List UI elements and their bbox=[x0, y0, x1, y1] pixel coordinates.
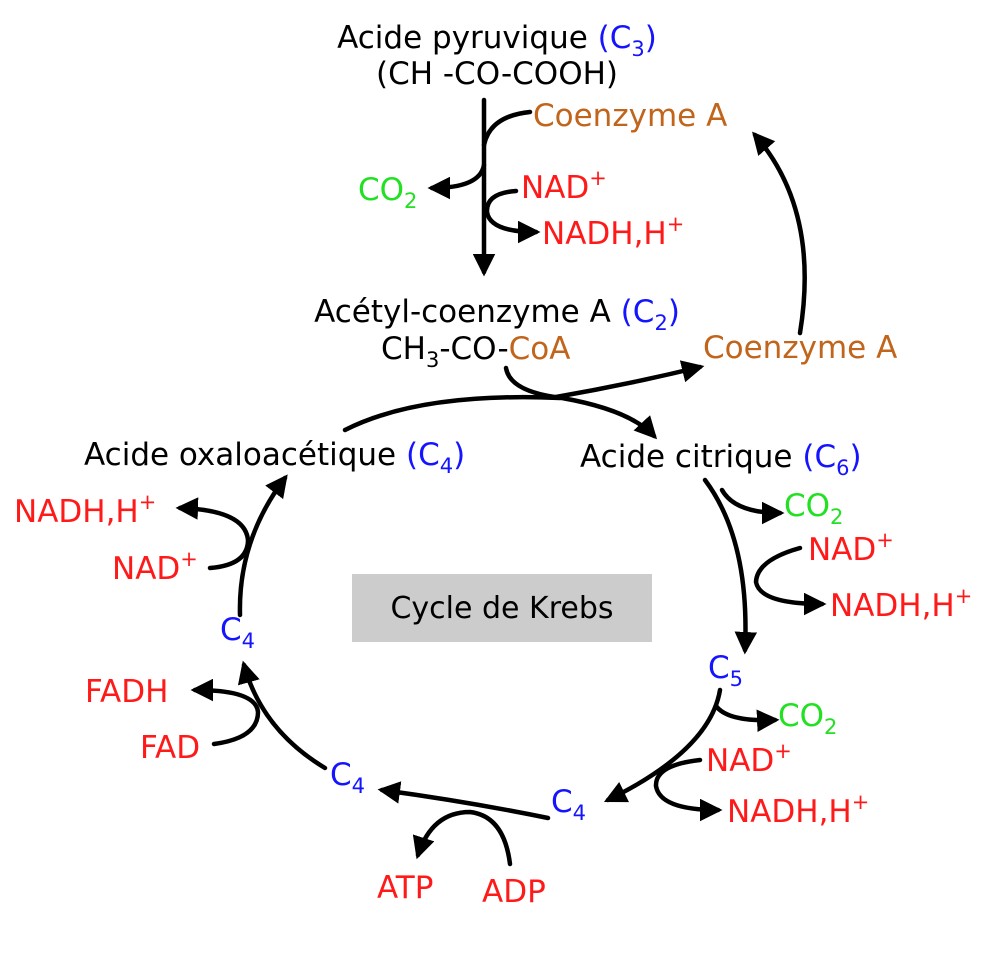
acetyl-carbon: (C2) bbox=[611, 294, 680, 335]
nad-reduction-arrow-1 bbox=[753, 545, 827, 616]
nadh-label-left: NADH,H+ bbox=[14, 490, 156, 530]
atp-label: ATP bbox=[377, 870, 433, 906]
c5-to-c4-arrow bbox=[603, 687, 723, 803]
coenzyme-a-in-label: Coenzyme A bbox=[533, 98, 727, 134]
nadh-label-1: NADH,H+ bbox=[830, 584, 972, 624]
acetyl-coa-label: Acétyl-coenzyme A (C2) bbox=[314, 294, 680, 335]
acetyl-to-citric-arrow bbox=[503, 365, 658, 440]
fadh-label: FADH bbox=[85, 674, 168, 710]
nad-label-left: NAD+ bbox=[112, 547, 198, 587]
c4-to-oxaloacetate-arrow bbox=[237, 474, 288, 618]
fad-label: FAD bbox=[140, 730, 200, 766]
pyruvic-acid-label: Acide pyruvique (C3) bbox=[337, 20, 657, 61]
co2-label-2: CO2 bbox=[778, 698, 837, 739]
citrate-to-c5-arrow bbox=[702, 477, 758, 655]
acetyl-coa-section: Acétyl-coenzyme A (C2) CH3-CO-CoA Coenzy… bbox=[314, 131, 897, 440]
oxaloacetic-carbon: (C4) bbox=[396, 437, 465, 478]
co2-label-top: CO2 bbox=[358, 172, 417, 213]
coenzyme-a-recycle-arrow bbox=[752, 131, 807, 336]
oxaloacetic-acid-label: Acide oxaloacétique (C4) bbox=[84, 437, 465, 478]
fad-reduction-arrow bbox=[190, 678, 261, 747]
nad-label-2: NAD+ bbox=[706, 739, 792, 779]
c4-label-bottom-left: C4 bbox=[330, 757, 365, 798]
citric-acid-label: Acide citrique (C6) bbox=[580, 439, 862, 480]
cycle-title: Cycle de Krebs bbox=[390, 591, 613, 626]
nad-reduction-arrow-left bbox=[175, 497, 251, 571]
nad-label-top: NAD+ bbox=[521, 166, 607, 206]
nad-reduction-arrow-2 bbox=[653, 757, 723, 822]
citric-carbon: (C6) bbox=[793, 439, 862, 480]
coenzyme-a-in-curve bbox=[481, 109, 533, 148]
c4-label-bottom-right: C4 bbox=[551, 784, 586, 825]
co2-release-arrow-1 bbox=[719, 487, 785, 525]
nad-label-1: NAD+ bbox=[808, 528, 894, 568]
adp-to-atp-arrow bbox=[412, 809, 513, 867]
oxaloacetate-to-citrate-arc bbox=[342, 394, 563, 433]
pyruvic-carbon: (C3) bbox=[588, 20, 657, 61]
pyruvate-section: Acide pyruvique (C3) (CH -CO-COOH) Coenz… bbox=[337, 20, 727, 277]
nadh-label-top: NADH,H+ bbox=[542, 212, 684, 252]
c4-label-left: C4 bbox=[220, 612, 255, 653]
co2-release-arrow-2 bbox=[713, 703, 780, 733]
nadh-label-2: NADH,H+ bbox=[727, 790, 869, 830]
nad-reduction-arrow bbox=[484, 188, 541, 244]
coenzyme-a-out-label: Coenzyme A bbox=[703, 330, 897, 366]
c4-to-c4-atp-arrow bbox=[377, 781, 551, 821]
acetyl-coa-formula: CH3-CO-CoA bbox=[381, 331, 570, 372]
c5-label: C5 bbox=[708, 650, 743, 691]
pyruvic-acid-formula: (CH -CO-COOH) bbox=[376, 56, 618, 92]
coenzyme-a-release-arrow bbox=[553, 360, 705, 400]
cycle-title-box bbox=[352, 574, 652, 642]
c4-to-c4-fad-arrow bbox=[237, 660, 328, 771]
co2-label-1: CO2 bbox=[784, 488, 843, 529]
co2-release-arrow bbox=[427, 162, 487, 200]
krebs-cycle: Acide oxaloacétique (C4) Acide citrique … bbox=[14, 394, 972, 910]
adp-label: ADP bbox=[482, 874, 546, 910]
